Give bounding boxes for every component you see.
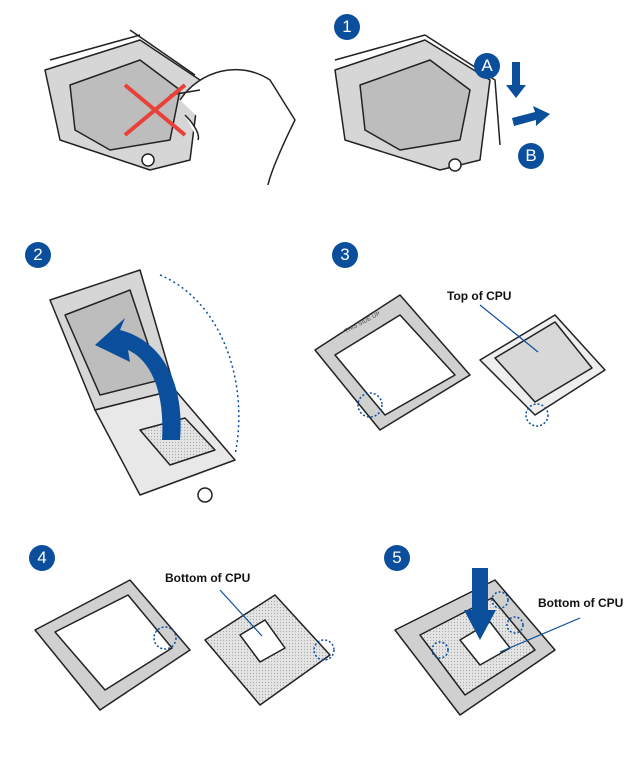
- step-3-badge: 3: [332, 242, 358, 268]
- socket-lever-release: [334, 34, 501, 172]
- bottom-of-cpu-label-step5: Bottom of CPU: [538, 596, 624, 610]
- step-4-badge: 4: [29, 545, 55, 571]
- arrow-b-icon: [512, 106, 550, 126]
- bottom-of-cpu-label: Bottom of CPU: [165, 571, 251, 585]
- step-2-badge: 2: [25, 242, 51, 268]
- down-arrow-icon: [464, 568, 496, 640]
- socket-load-plate-open: [49, 269, 236, 503]
- lift-arrow-icon: [95, 318, 181, 440]
- swing-path-icon: [159, 274, 240, 456]
- cpu-install-socket: [394, 579, 581, 716]
- arrow-b-badge: B: [518, 143, 544, 169]
- cross-mark-icon: [123, 83, 187, 137]
- socket-cover-untouched: [44, 29, 201, 171]
- cpu-bottom-view: [204, 589, 335, 706]
- arrow-a-icon: [506, 62, 526, 98]
- cpu-frame-bottom: [34, 579, 191, 711]
- step-1-badge: 1: [334, 14, 360, 40]
- cpu-frame-top: [314, 294, 471, 431]
- hand-icon: [169, 68, 296, 186]
- top-of-cpu-label: Top of CPU: [447, 289, 512, 303]
- arrow-a-badge: A: [474, 53, 500, 79]
- step-5-badge: 5: [384, 545, 410, 571]
- cpu-top-view: [479, 304, 606, 427]
